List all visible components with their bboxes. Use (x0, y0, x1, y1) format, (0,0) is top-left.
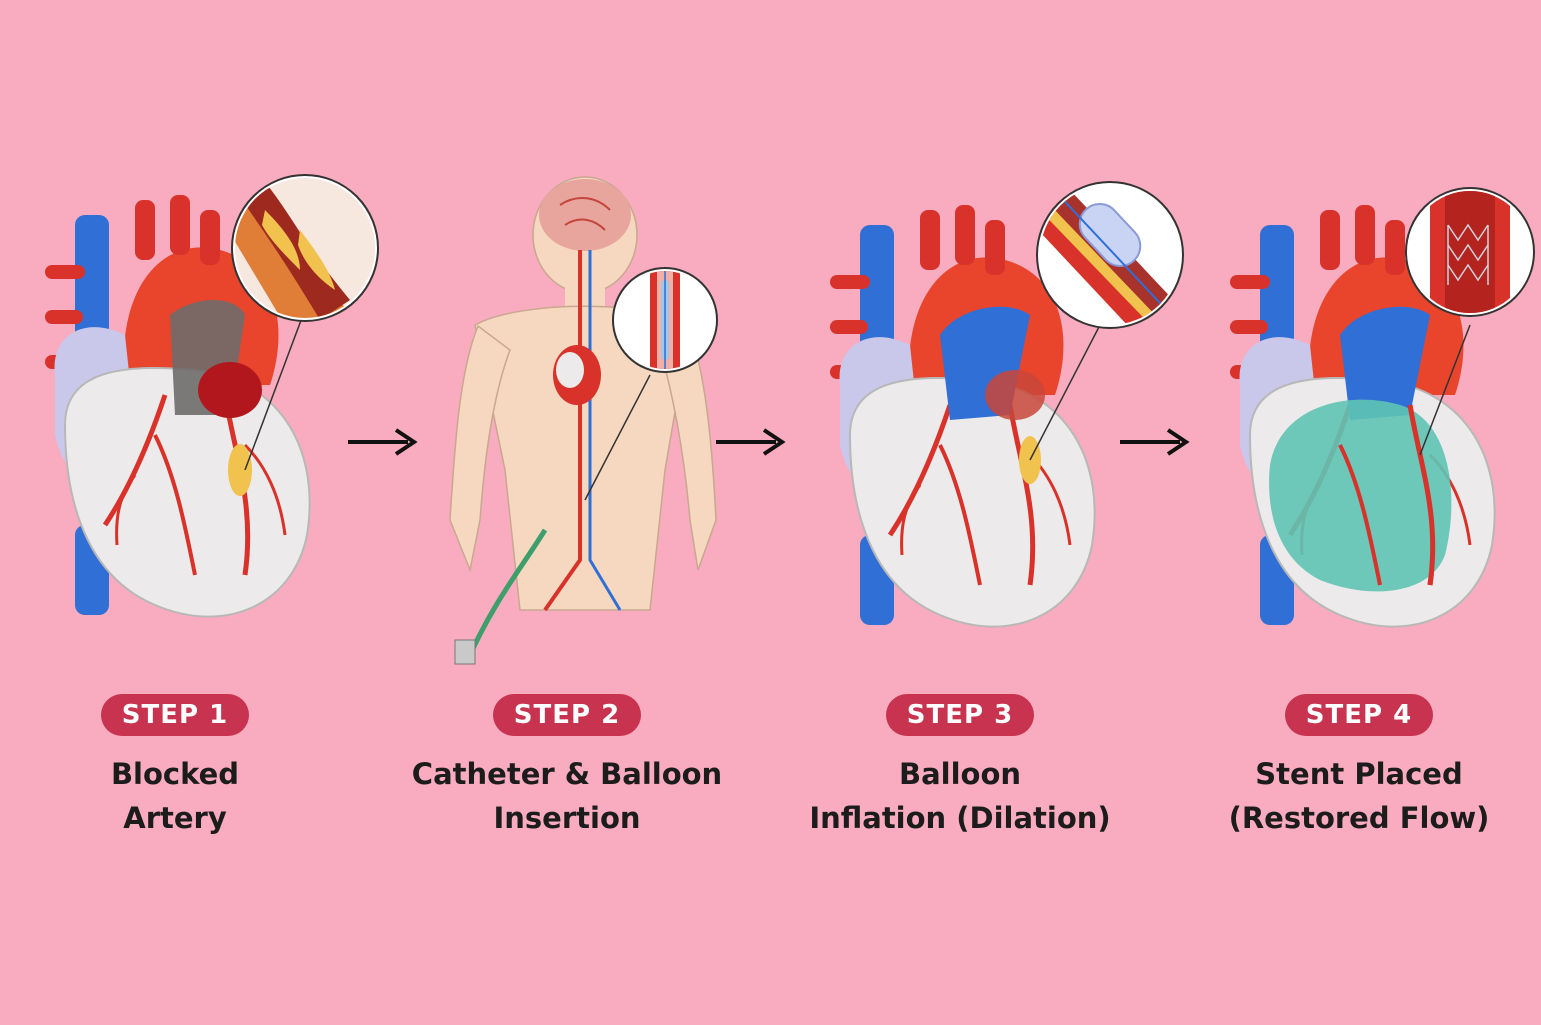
step-caption: Stent Placed (Restored Flow) (1179, 752, 1539, 840)
caption-line: Stent Placed (1255, 757, 1463, 791)
caption-line: (Restored Flow) (1228, 801, 1490, 835)
step3-zoom-inset (1036, 181, 1184, 329)
step4-heart-illustration (1230, 205, 1495, 627)
step2-zoom-inset (612, 267, 718, 373)
step3-heart-illustration (830, 205, 1101, 627)
step1-heart-illustration (45, 195, 310, 617)
step4-zoom-inset (1405, 187, 1535, 317)
arrow-right-icon (348, 428, 418, 456)
arrow-right-icon (1120, 428, 1190, 456)
caption-line: Insertion (493, 801, 641, 835)
step-badge: STEP 3 (886, 694, 1034, 736)
step1-zoom-inset (231, 174, 379, 322)
caption-line: Inflation (Dilation) (809, 801, 1111, 835)
step2-body-illustration (449, 176, 717, 665)
step-caption: Balloon Inflation (Dilation) (780, 752, 1140, 840)
arrow-right-icon (716, 428, 786, 456)
step-badge: STEP 1 (101, 694, 249, 736)
step-caption: Blocked Artery (0, 752, 355, 840)
caption-line: Catheter & Balloon (411, 757, 723, 791)
caption-line: Artery (123, 801, 227, 835)
step-caption: Catheter & Balloon Insertion (387, 752, 747, 840)
caption-line: Blocked (110, 757, 240, 791)
caption-line: Balloon (898, 757, 1022, 791)
step-badge: STEP 4 (1285, 694, 1433, 736)
step-badge: STEP 2 (493, 694, 641, 736)
